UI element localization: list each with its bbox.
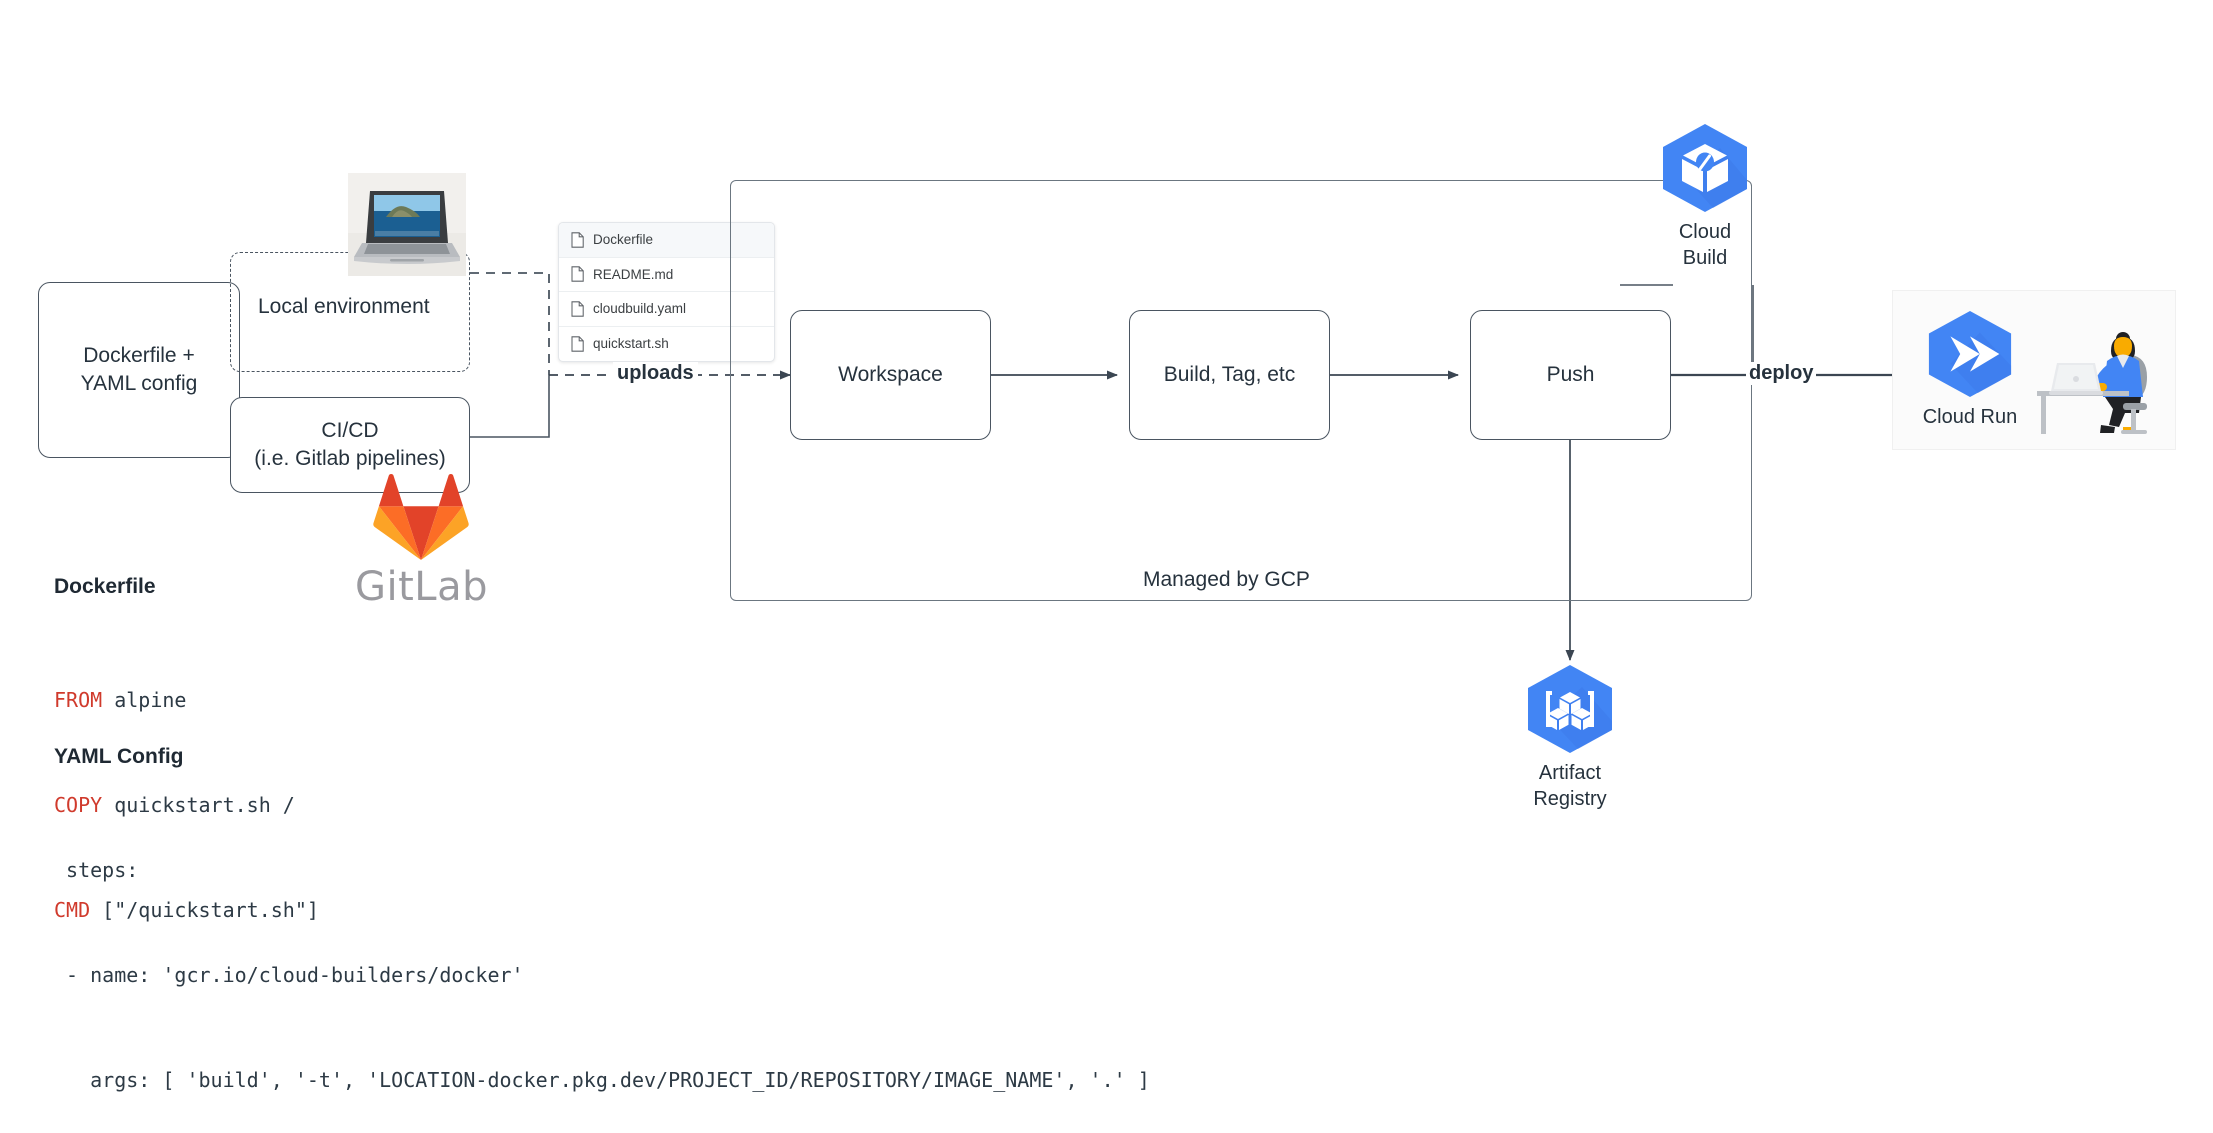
pipeline-step-push[interactable]: Push (1470, 310, 1671, 440)
list-item[interactable]: README.md (559, 258, 774, 292)
cloud-build-icon (1663, 124, 1747, 212)
product-cloud-build[interactable]: Cloud Build (1657, 122, 1753, 271)
source-config-label: Dockerfile + YAML config (80, 344, 198, 395)
file-icon (571, 232, 584, 248)
product-artifact-registry[interactable]: Artifact Registry (1522, 663, 1618, 812)
code-keyword: CMD (54, 898, 91, 922)
product-label: Artifact Registry (1533, 762, 1607, 810)
cloud-run-card[interactable]: Cloud Run (1892, 290, 2176, 450)
code-rest: alpine (102, 688, 187, 712)
dockerfile-heading: Dockerfile (54, 575, 156, 598)
cicd-label: CI/CD (i.e. Gitlab pipelines) (254, 419, 446, 470)
yaml-heading: YAML Config (54, 745, 184, 768)
file-name: README.md (593, 266, 674, 282)
gitlab-wordmark: GitLab (355, 564, 488, 610)
product-cloud-run[interactable]: Cloud Run (1915, 309, 2025, 431)
macbook-photo-icon (348, 173, 466, 276)
file-list[interactable]: Dockerfile README.md cloudbuild.yaml qui… (558, 222, 775, 362)
code-line: FROM alpine (54, 683, 319, 718)
dockerfile-code: FROM alpine COPY quickstart.sh / CMD ["/… (54, 613, 319, 963)
list-item[interactable]: Dockerfile (559, 223, 774, 258)
product-label: Cloud Run (1922, 406, 2018, 428)
managed-by-gcp-label: Managed by GCP (1143, 568, 1310, 591)
pipeline-step-label: Build, Tag, etc (1163, 363, 1296, 387)
uploads-edge-label: uploads (613, 362, 698, 385)
product-label: Cloud Build (1678, 221, 1732, 269)
file-name: Dockerfile (593, 232, 654, 248)
code-keyword: COPY (54, 793, 103, 817)
cicd-box[interactable]: CI/CD (i.e. Gitlab pipelines) (230, 397, 470, 493)
deploy-edge-label: deploy (1746, 362, 1817, 385)
list-item[interactable]: cloudbuild.yaml (559, 292, 774, 327)
source-config-box[interactable]: Dockerfile + YAML config (38, 282, 240, 458)
code-rest: quickstart.sh / (102, 793, 295, 817)
pipeline-step-label: Push (1546, 363, 1595, 387)
code-rest: ["/quickstart.sh"] (90, 898, 319, 922)
code-line: - name: 'gcr.io/cloud-builders/docker' (54, 963, 524, 987)
code-line: args: [ 'build', '-t', 'LOCATION-docker.… (54, 1068, 1150, 1092)
file-name: quickstart.sh (593, 336, 669, 352)
file-icon (571, 336, 584, 352)
file-icon (571, 266, 584, 282)
list-item[interactable]: quickstart.sh (559, 327, 774, 362)
gitlab-fox-icon (373, 474, 470, 561)
code-line: COPY quickstart.sh / (54, 788, 319, 823)
yaml-code: steps: - name: 'gcr.io/cloud-builders/do… (54, 783, 1150, 1133)
code-keyword: FROM (54, 688, 103, 712)
artifact-registry-icon (1528, 665, 1612, 753)
cloud-run-icon (1928, 310, 2012, 398)
pipeline-step-build-tag[interactable]: Build, Tag, etc (1129, 310, 1330, 440)
local-environment-label: Local environment (258, 295, 430, 318)
code-line: steps: (54, 858, 139, 882)
person-at-desk-illustration (2035, 313, 2165, 440)
managed-by-gcp-container (730, 180, 1752, 601)
pipeline-step-workspace[interactable]: Workspace (790, 310, 991, 440)
pipeline-step-label: Workspace (838, 363, 943, 387)
gitlab-logo: GitLab (355, 470, 488, 610)
file-name: cloudbuild.yaml (593, 301, 687, 317)
file-icon (571, 301, 584, 317)
code-line: CMD ["/quickstart.sh"] (54, 893, 319, 928)
